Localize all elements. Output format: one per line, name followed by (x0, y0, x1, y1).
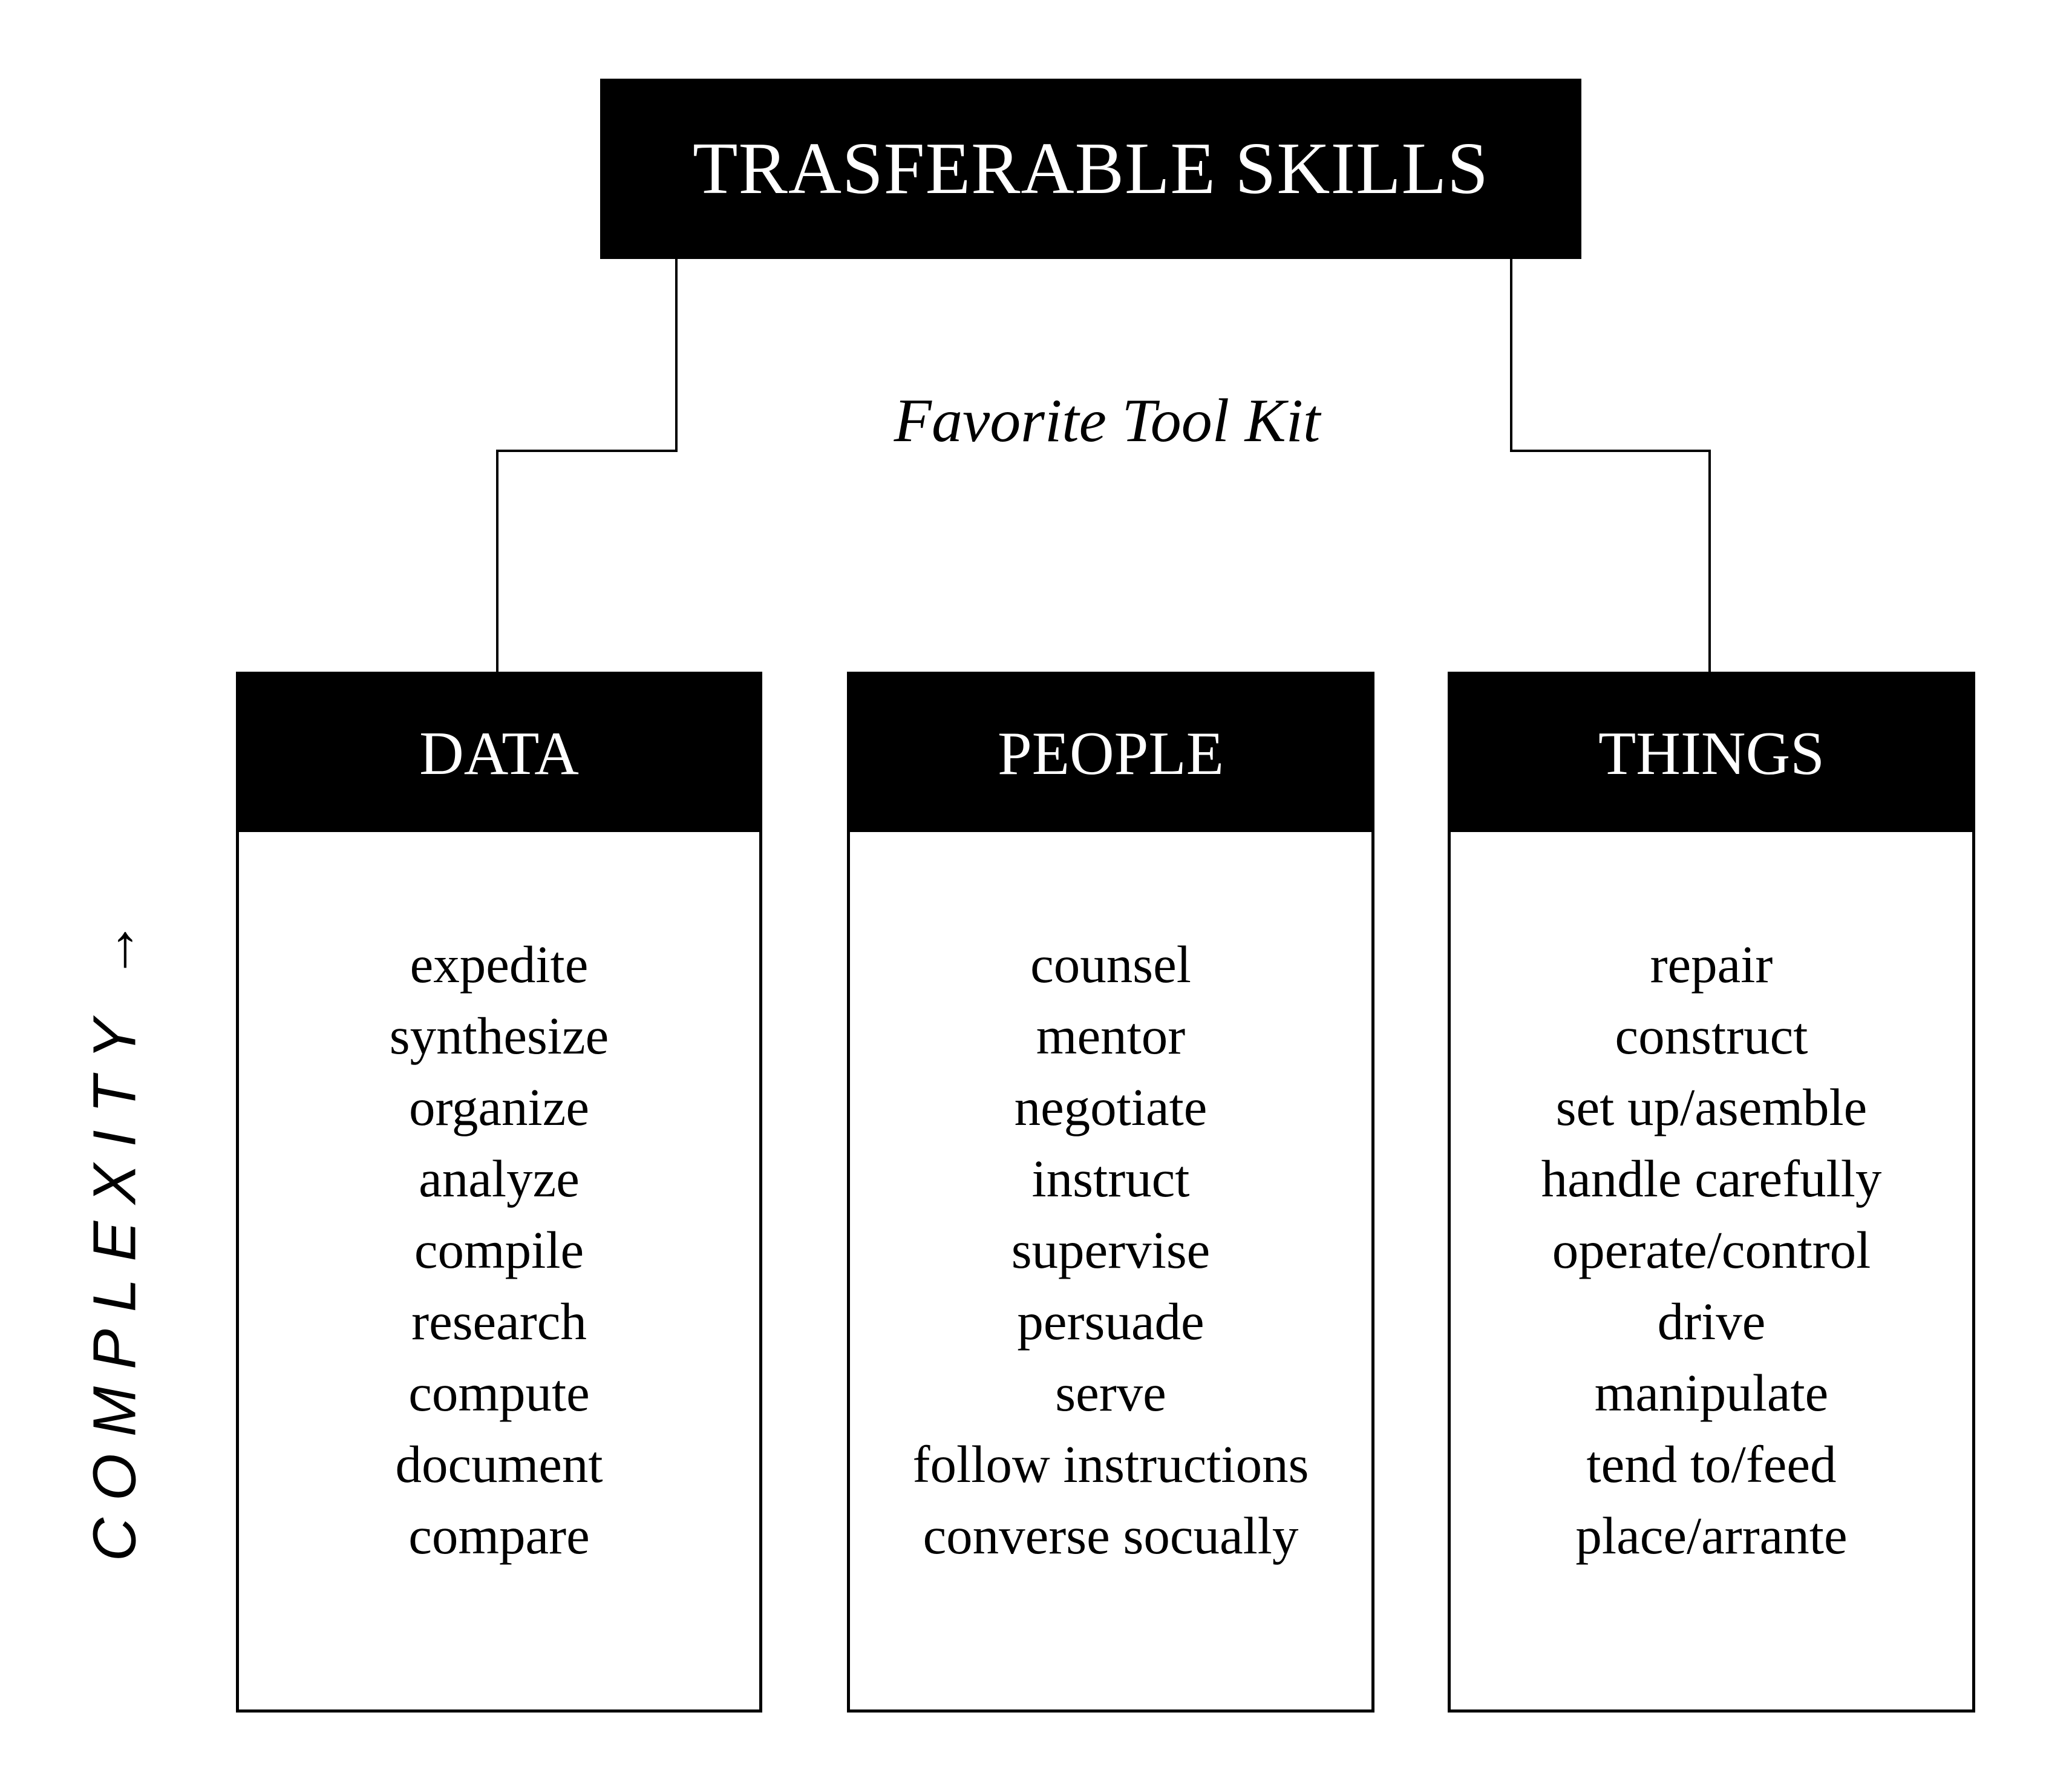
skill-item: set up/asemble (1555, 1078, 1868, 1136)
category-header-label: PEOPLE (997, 719, 1224, 788)
category-header-label: THINGS (1598, 719, 1825, 788)
diagram-title-box: TRASFERABLE SKILLS (600, 79, 1581, 259)
skill-item: counsel (1030, 935, 1191, 994)
skill-item: construct (1615, 1006, 1808, 1065)
skill-item: place/arrante (1575, 1506, 1848, 1565)
skill-item: negotiate (1014, 1078, 1208, 1136)
connector-left (496, 259, 678, 673)
skill-item: repair (1650, 935, 1773, 994)
skill-item: serve (1055, 1363, 1166, 1422)
category-box-people: PEOPLE counsel mentor negotiate instruct… (847, 672, 1374, 1713)
arrow-up-icon: → (80, 919, 149, 980)
skill-item: research (411, 1292, 587, 1351)
category-header-things: THINGS (1451, 675, 1972, 832)
category-header-people: PEOPLE (850, 675, 1371, 832)
skill-item: synthesize (389, 1006, 609, 1065)
skill-item: organize (409, 1078, 589, 1136)
skill-item: operate/control (1552, 1221, 1871, 1279)
skill-item: expedite (410, 935, 589, 994)
skill-item: follow instructions (912, 1435, 1309, 1493)
skill-list-people: counsel mentor negotiate instruct superv… (850, 929, 1371, 1572)
skill-item: manipulate (1594, 1363, 1829, 1422)
category-header-label: DATA (419, 719, 579, 788)
subtitle-text: Favorite Tool Kit (894, 386, 1321, 455)
category-box-things: THINGS repair construct set up/asemble h… (1448, 672, 1975, 1713)
skill-item: compare (408, 1506, 590, 1565)
skill-item: converse socually (923, 1506, 1299, 1565)
skill-item: drive (1657, 1292, 1766, 1351)
skill-list-things: repair construct set up/asemble handle c… (1451, 929, 1972, 1572)
skill-item: mentor (1036, 1006, 1186, 1065)
skill-list-data: expedite synthesize organize analyze com… (239, 929, 759, 1572)
skill-item: supervise (1011, 1221, 1211, 1279)
skill-item: tend to/feed (1586, 1435, 1837, 1493)
skill-item: analyze (419, 1149, 580, 1208)
skill-item: compile (414, 1221, 584, 1279)
skill-item: instruct (1031, 1149, 1190, 1208)
skill-item: compute (408, 1363, 590, 1422)
diagram-title: TRASFERABLE SKILLS (692, 128, 1489, 209)
category-box-data: DATA expedite synthesize organize analyz… (236, 672, 762, 1713)
category-header-data: DATA (239, 675, 759, 832)
connector-right (1510, 259, 1711, 673)
skill-item: handle carefully (1541, 1149, 1882, 1208)
skill-item: persuade (1017, 1292, 1204, 1351)
diagram-subtitle: Favorite Tool Kit (665, 375, 1549, 466)
complexity-label: COMPLEXITY (80, 1001, 149, 1562)
skill-item: document (395, 1435, 603, 1493)
